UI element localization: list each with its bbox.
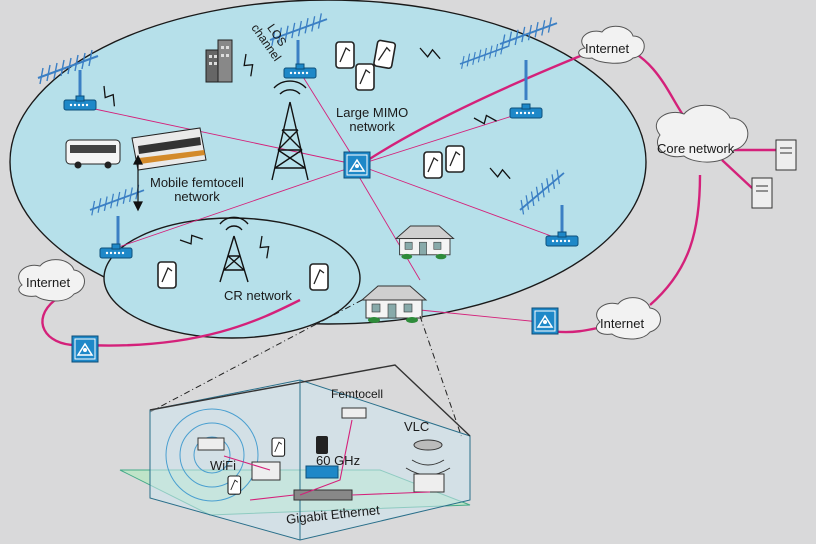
- internet-right-label: Internet: [600, 316, 645, 331]
- femtocell-label: Femtocell: [331, 387, 384, 401]
- cr-tower-icon: [219, 216, 249, 283]
- large-mimo-line1: Large MIMO: [336, 105, 409, 120]
- mimo-base-station-icon: [343, 151, 371, 179]
- wifi-label: WiFi: [210, 458, 236, 473]
- mobile-femtocell-line2: network: [174, 189, 220, 205]
- ethernet-switch-icon: [293, 489, 353, 501]
- femto-gateway-icon-right: [531, 307, 559, 335]
- bus-icon: [65, 139, 121, 169]
- 60ghz-label: 60 GHz: [316, 453, 361, 468]
- vlc-lamp-icon: [413, 439, 443, 451]
- mobile-femtocell-line1: Mobile femtocell: [150, 175, 244, 190]
- cloud-icon: [18, 25, 749, 340]
- house-icon-2: [361, 285, 427, 324]
- indoor-house-inset: [119, 364, 471, 541]
- cr-network-label: CR network: [224, 288, 292, 303]
- internet-left-label: Internet: [26, 275, 71, 290]
- house-icon: [395, 225, 455, 260]
- laptop-icon-2: [413, 473, 445, 493]
- femtocell-icon: [341, 407, 367, 419]
- vlc-label: VLC: [404, 419, 430, 434]
- phone-icon: [316, 436, 328, 454]
- large-mimo-label: Large MIMO network: [336, 105, 409, 135]
- femto-gateway-icon: [71, 335, 99, 363]
- zoom-guides: [149, 299, 463, 439]
- wifi-router-icon: [197, 437, 225, 451]
- thin-links: [89, 71, 563, 323]
- 60ghz-device-icon: [305, 465, 339, 479]
- tower-icon: [271, 80, 309, 181]
- large-mimo-line2: network: [349, 119, 395, 135]
- laptop-icon: [251, 461, 281, 481]
- building-icon: [205, 39, 233, 83]
- antenna-masts: [78, 40, 564, 244]
- core-network-label: Core network: [657, 141, 735, 156]
- train-icon: [131, 127, 207, 171]
- internet-top-label: Internet: [585, 41, 630, 56]
- double-arrows: [133, 154, 143, 212]
- server-icon: [751, 139, 797, 209]
- mobile-femtocell-label: Mobile femtocell network: [150, 175, 244, 205]
